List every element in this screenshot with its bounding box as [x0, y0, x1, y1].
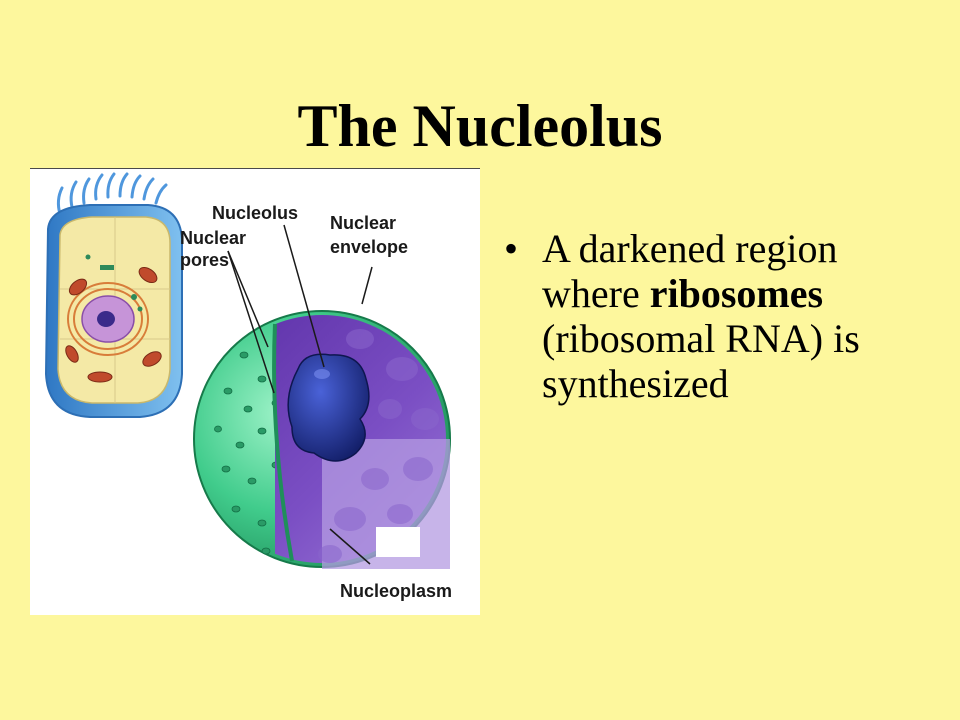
label-nucleolus: Nucleolus [212, 203, 298, 223]
slide-title: The Nucleolus [297, 93, 663, 159]
bullet-list: • A darkened region where ribosomes (ribo… [504, 226, 924, 406]
bullet-symbol: • [504, 226, 519, 271]
label-nucleoplasm: Nucleoplasm [340, 581, 452, 601]
nucleus-diagram: Nucleolus Nuclear pores Nuclear envelope… [30, 168, 480, 615]
bullet-text-before: A darkened region where [542, 226, 838, 316]
cell-illustration [44, 172, 183, 418]
diagram-pointers [227, 224, 373, 565]
bullet-bold-term: ribosomes [649, 271, 824, 316]
bullet-item: • A darkened region where ribosomes (ribo… [504, 226, 924, 406]
bullet-text-after: (ribosomal RNA) is synthesized [542, 316, 860, 406]
label-nuclear-pores-2: pores [180, 250, 229, 270]
label-nuclear-envelope-1: Nuclear [330, 213, 396, 233]
label-nuclear-pores-1: Nuclear [180, 228, 246, 248]
nucleus-sphere [193, 310, 451, 569]
label-nuclear-envelope-2: envelope [330, 237, 408, 257]
